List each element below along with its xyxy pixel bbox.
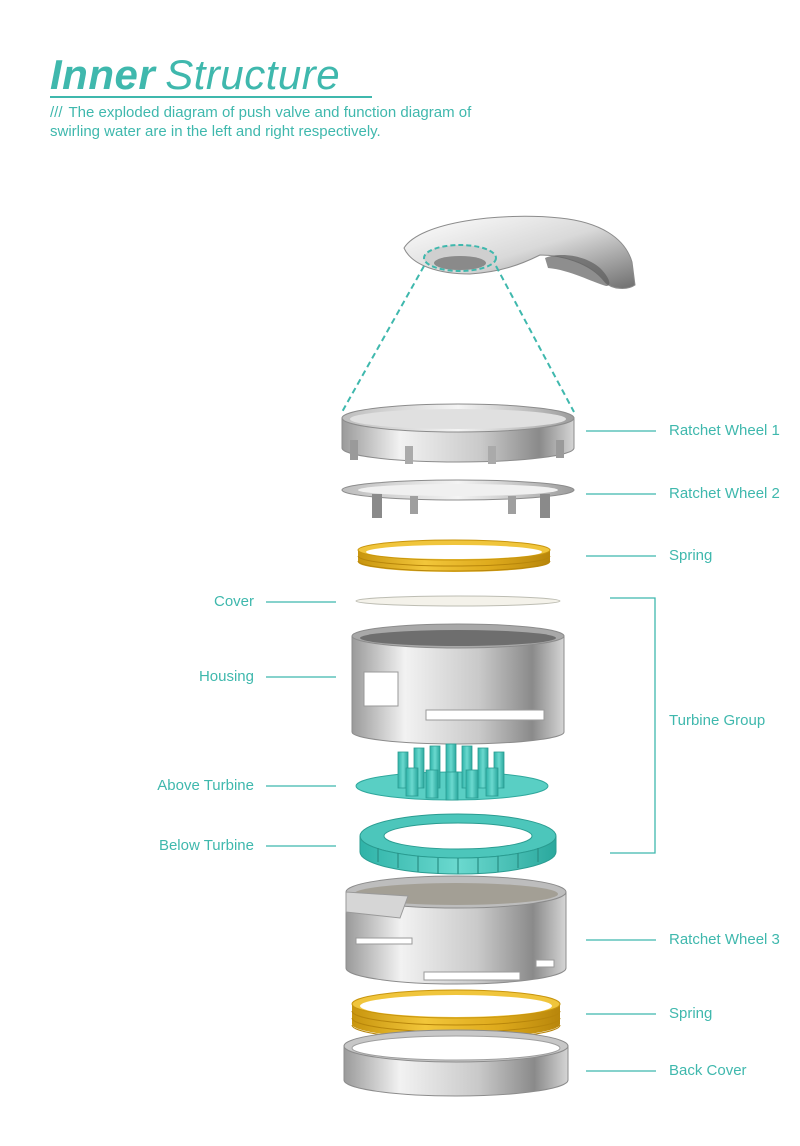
title-bold: Inner bbox=[50, 51, 156, 98]
leader-lines-right bbox=[586, 430, 656, 1072]
ratchet-wheel-2-part bbox=[341, 479, 575, 518]
label-spring-top: Spring bbox=[669, 547, 713, 564]
ratchet-wheel-1-part bbox=[341, 403, 575, 464]
leader-lines-left bbox=[266, 601, 336, 847]
back-cover-part bbox=[343, 1029, 569, 1097]
label-cover: Cover bbox=[213, 593, 254, 610]
title-underline bbox=[50, 96, 372, 98]
label-below-turbine: Below Turbine bbox=[158, 837, 254, 854]
label-ratchet-wheel-1: Ratchet Wheel 1 bbox=[669, 422, 780, 439]
label-turbine-group: Turbine Group bbox=[669, 712, 766, 729]
label-housing: Housing bbox=[198, 668, 254, 685]
below-turbine-part bbox=[359, 813, 557, 875]
label-ratchet-wheel-2: Ratchet Wheel 2 bbox=[669, 485, 780, 502]
label-back-cover: Back Cover bbox=[669, 1062, 747, 1079]
turbine-group-bracket bbox=[610, 597, 656, 854]
projection-lines bbox=[341, 265, 575, 413]
spring-top-part bbox=[357, 539, 551, 572]
title-light: Structure bbox=[165, 51, 341, 98]
faucet-illustration bbox=[403, 215, 636, 289]
label-spring-bottom: Spring bbox=[669, 1005, 713, 1022]
spring-bottom-part bbox=[351, 989, 561, 1040]
housing-part bbox=[351, 623, 565, 745]
subtitle-text: The exploded diagram of push valve and f… bbox=[50, 104, 472, 140]
ratchet-wheel-3-part bbox=[345, 875, 567, 985]
label-ratchet-wheel-3: Ratchet Wheel 3 bbox=[669, 931, 780, 948]
subtitle: ///The exploded diagram of push valve an… bbox=[50, 103, 520, 141]
above-turbine-part bbox=[355, 743, 549, 801]
subtitle-prefix: /// bbox=[50, 104, 63, 121]
label-above-turbine: Above Turbine bbox=[157, 777, 254, 794]
cover-part bbox=[355, 595, 561, 607]
